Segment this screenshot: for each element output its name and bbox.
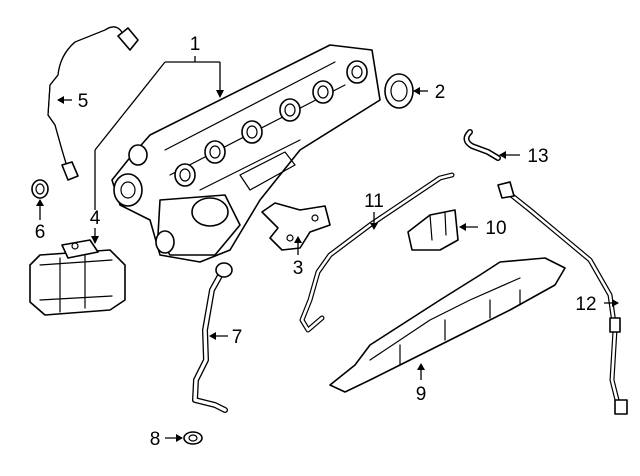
callout-5: 5 [78, 91, 89, 112]
pipe-7-part [192, 262, 233, 413]
seal-ring-part [384, 73, 414, 109]
actuator-part [29, 239, 126, 316]
callout-9: 9 [416, 384, 427, 405]
callout-10: 10 [485, 218, 506, 239]
line-12-part [497, 181, 628, 415]
washer-8-part [183, 431, 203, 445]
callout-13: 13 [527, 146, 548, 167]
clip-13-part [463, 129, 501, 161]
callout-11: 11 [364, 191, 384, 212]
sensor-10-part [407, 209, 459, 251]
heat-shield-part [329, 257, 566, 393]
leader-lines [36, 56, 619, 442]
callout-12: 12 [575, 294, 596, 315]
callout-4: 4 [90, 208, 101, 229]
callout-6: 6 [35, 222, 46, 243]
callout-7: 7 [232, 327, 243, 348]
callout-labels: 1 2 3 4 5 6 7 8 9 10 11 12 13 [35, 34, 597, 450]
hose-11-part [299, 172, 455, 333]
callout-3: 3 [293, 258, 304, 279]
turbo-manifold-part [111, 44, 381, 263]
pipe-5-part [47, 26, 139, 181]
callout-2: 2 [435, 82, 446, 103]
callout-1: 1 [190, 34, 201, 55]
bracket-part [261, 202, 331, 251]
washer-6-part [31, 179, 49, 199]
callout-8: 8 [150, 429, 161, 450]
